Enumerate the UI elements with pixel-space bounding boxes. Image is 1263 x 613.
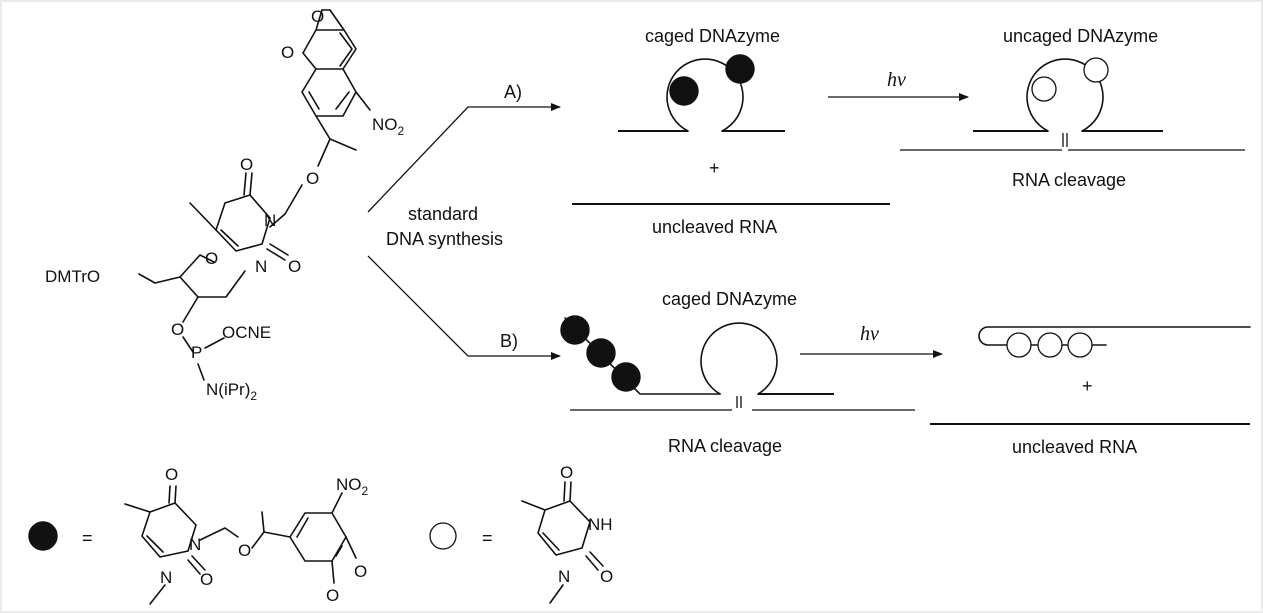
uncaged-nucleotide-marker (1031, 76, 1057, 102)
hv-label-a: hν (887, 69, 906, 91)
caged-nucleotide-marker (669, 76, 699, 106)
dna-synthesis-label: DNA synthesis (386, 229, 503, 249)
n-atom: N (189, 535, 201, 554)
branch-arrows (367, 103, 561, 360)
o-atom: O (205, 249, 218, 268)
nipr2-label: N(iPr)2 (206, 380, 257, 403)
n-atom: N (255, 257, 267, 276)
plus-b: + (1082, 376, 1093, 396)
n-atom: N (160, 568, 172, 587)
caged-dnazyme-b (560, 315, 915, 411)
phosphoramidite-structure: O O NO2 O O O N N O DMTrO O P OCNE (45, 7, 405, 403)
caged-nucleotide-marker (725, 54, 755, 84)
o-atom: O (165, 465, 178, 484)
dmtro-label: DMTrO (45, 267, 100, 286)
hv-label-b: hν (860, 323, 879, 345)
nh-group: NH (588, 515, 613, 534)
caged-dnazyme-label-a: caged DNAzyme (645, 26, 780, 46)
o-atom: O (288, 257, 301, 276)
o-atom: O (240, 155, 253, 174)
caged-nucleotide-marker (586, 338, 616, 368)
o-atom: O (326, 586, 339, 605)
plus-a: + (709, 158, 720, 178)
o-atom: O (238, 541, 251, 560)
legend-caged: = O N O O N NO2 O O (28, 465, 369, 605)
ocne-label: OCNE (222, 323, 271, 342)
o-atom: O (560, 463, 573, 482)
o-atom: O (600, 567, 613, 586)
caged-nucleotide-marker (611, 362, 641, 392)
equals-sign: = (82, 528, 93, 548)
caged-dnazyme-a (618, 54, 785, 132)
p-atom: P (191, 343, 202, 362)
rna-cleavage-label-b: RNA cleavage (668, 436, 782, 456)
uncaged-nucleotide-marker (1083, 57, 1109, 83)
n-atom: N (264, 211, 276, 230)
route-b-label: B) (500, 331, 518, 351)
open-circle-symbol (429, 522, 457, 550)
uncleaved-rna-label-a: uncleaved RNA (652, 217, 777, 237)
nitro-group: NO2 (336, 475, 369, 498)
o-atom: O (354, 562, 367, 581)
rna-cleavage-label-a: RNA cleavage (1012, 170, 1126, 190)
filled-circle-symbol (28, 521, 58, 551)
uncaged-dnazyme-a (900, 57, 1245, 151)
equals-sign: = (482, 528, 493, 548)
o-atom: O (171, 320, 184, 339)
uncaged-dnazyme-label: uncaged DNAzyme (1003, 26, 1158, 46)
n-atom: N (558, 567, 570, 586)
o-atom: O (306, 169, 319, 188)
caged-nucleotide-marker (560, 315, 590, 345)
standard-label: standard (408, 204, 478, 224)
caged-dnazyme-label-b: caged DNAzyme (662, 289, 797, 309)
route-a-label: A) (504, 82, 522, 102)
legend-uncaged: = O NH O N (429, 463, 613, 604)
nitro-group: NO2 (372, 115, 405, 138)
o-atom: O (200, 570, 213, 589)
hairpin-product-b (978, 326, 1251, 358)
o-atom: O (281, 43, 294, 62)
uncleaved-rna-label-b: uncleaved RNA (1012, 437, 1137, 457)
